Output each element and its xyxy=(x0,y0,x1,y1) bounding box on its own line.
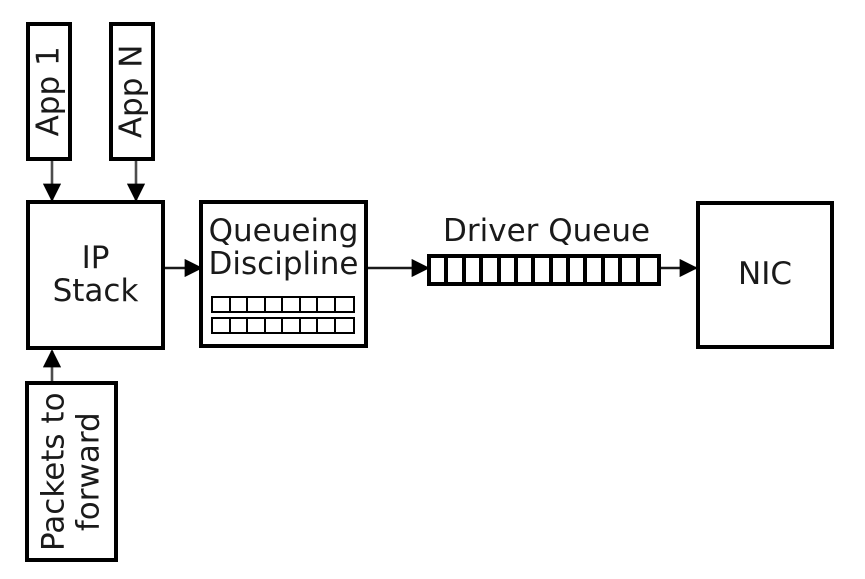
queue-cell xyxy=(465,258,484,282)
node-packets-to-forward-label-wrap: Packets to forward xyxy=(29,385,114,558)
node-app-1-label-wrap: App 1 xyxy=(30,26,68,157)
queue-cell xyxy=(517,258,536,282)
node-queueing-discipline-label-line-1: Queueing xyxy=(208,212,359,249)
queue-cell xyxy=(639,258,657,282)
queue-cell xyxy=(265,319,283,332)
queue-cell xyxy=(335,319,353,332)
queue-cell xyxy=(318,298,336,311)
node-app-n-label-wrap: App N xyxy=(113,26,151,157)
node-ip-stack-label-wrap: IP Stack xyxy=(30,204,161,346)
node-queueing-discipline-label-wrap: Queueing Discipline xyxy=(203,210,364,286)
queueing-discipline-cell-row-1 xyxy=(211,296,355,313)
queue-cell xyxy=(587,258,605,282)
queue-cell xyxy=(448,258,466,282)
queue-cell xyxy=(622,258,640,282)
queue-cell xyxy=(483,258,501,282)
node-queueing-discipline-label-line-2: Discipline xyxy=(208,246,359,282)
queue-cell xyxy=(213,298,231,311)
queue-cell xyxy=(300,298,318,311)
queue-cell xyxy=(230,298,248,311)
node-packets-to-forward-line-2: forward xyxy=(70,412,107,531)
queue-cell xyxy=(213,319,231,332)
node-ip-stack[interactable]: IP Stack xyxy=(26,200,165,350)
driver-queue-title: Driver Queue xyxy=(443,213,651,249)
queue-cell xyxy=(265,298,283,311)
node-packets-to-forward[interactable]: Packets to forward xyxy=(25,381,118,562)
queue-cell xyxy=(431,258,449,282)
queue-cell xyxy=(283,319,301,332)
node-app-n[interactable]: App N xyxy=(109,22,155,161)
queueing-discipline-cell-row-2 xyxy=(211,317,355,334)
queue-cell xyxy=(500,258,518,282)
node-app-1[interactable]: App 1 xyxy=(26,22,72,161)
queue-cell xyxy=(335,298,353,311)
node-nic-label: NIC xyxy=(738,256,792,293)
queue-cell xyxy=(570,258,588,282)
node-app-n-label: App N xyxy=(113,44,150,139)
node-driver-queue[interactable] xyxy=(427,254,661,286)
queue-cell xyxy=(604,258,623,282)
node-queueing-discipline[interactable]: Queueing Discipline xyxy=(199,200,368,348)
node-nic[interactable]: NIC xyxy=(696,201,834,349)
queue-cell xyxy=(283,298,301,311)
node-ip-stack-label-line-2: Stack xyxy=(52,273,139,309)
node-packets-to-forward-line-1: Packets to xyxy=(35,392,72,551)
queue-cell xyxy=(248,298,266,311)
queue-cell xyxy=(552,258,570,282)
node-packets-to-forward-label: Packets to forward xyxy=(35,392,107,551)
queue-cell xyxy=(318,319,336,332)
queue-cell xyxy=(535,258,553,282)
node-app-1-label: App 1 xyxy=(30,46,67,137)
queue-cell xyxy=(300,319,318,332)
queue-cell xyxy=(248,319,266,332)
node-nic-label-wrap: NIC xyxy=(700,205,830,345)
queue-cell xyxy=(230,319,248,332)
node-ip-stack-label-line-1: IP xyxy=(81,239,110,276)
